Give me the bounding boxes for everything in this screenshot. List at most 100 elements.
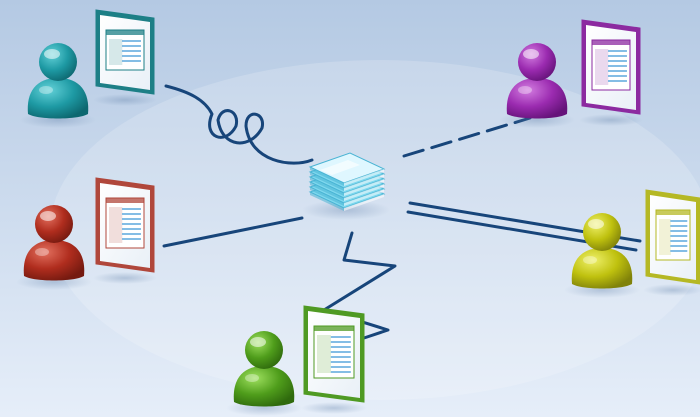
document-line	[330, 371, 351, 373]
body-highlight	[39, 86, 53, 94]
user-icon	[16, 205, 92, 290]
document-sidebar	[317, 335, 331, 373]
head-highlight	[250, 337, 266, 347]
document-window-icon	[93, 9, 157, 106]
document-line	[121, 223, 141, 225]
document-line	[670, 245, 688, 247]
document-line	[330, 366, 351, 368]
hub-sheet-edge	[310, 182, 344, 201]
hub-sheet-edge	[310, 187, 344, 206]
document-sidebar	[109, 39, 123, 65]
document-line	[121, 228, 141, 230]
document-window-icon	[301, 305, 367, 414]
document-line	[121, 45, 141, 47]
document-line	[121, 208, 141, 210]
user-icon	[20, 43, 96, 128]
document-line	[121, 233, 141, 235]
user-green	[226, 305, 367, 416]
document-titlebar	[592, 40, 630, 45]
screen-shadow	[643, 284, 700, 296]
document-line	[607, 70, 627, 72]
document-line	[670, 240, 688, 242]
background-glow	[50, 60, 700, 400]
screen-shadow	[93, 94, 157, 106]
connector-teal	[164, 84, 314, 165]
user-red	[16, 177, 157, 290]
document-sidebar	[109, 207, 123, 243]
document-line	[330, 341, 351, 343]
document-line	[330, 356, 351, 358]
document-line	[330, 346, 351, 348]
document-line	[121, 40, 141, 42]
document-titlebar	[656, 210, 690, 215]
document-line	[607, 75, 627, 77]
document-line	[121, 60, 141, 62]
document-line	[121, 50, 141, 52]
person-body	[571, 248, 633, 289]
document-line	[670, 235, 688, 237]
person-head	[35, 205, 73, 243]
user-teal	[20, 9, 157, 128]
hub-sheet-edge	[344, 179, 384, 196]
screen-shadow	[301, 402, 367, 414]
hub-sheet-edge	[344, 189, 384, 206]
document-titlebar	[106, 198, 144, 203]
document-line	[607, 60, 627, 62]
document-window-icon	[643, 189, 700, 296]
hub-sheet-edge	[310, 172, 344, 191]
document-window-icon	[93, 177, 157, 284]
document-line	[670, 250, 688, 252]
body-highlight	[518, 86, 532, 94]
person-body	[233, 366, 295, 407]
person-body	[506, 78, 568, 119]
hub-sheet-edge	[344, 184, 384, 201]
person-head	[583, 213, 621, 251]
document-line	[607, 65, 627, 67]
user-yellow	[564, 189, 700, 298]
document-sidebar	[659, 219, 671, 255]
document-line	[330, 336, 351, 338]
body-highlight	[245, 374, 259, 382]
head-highlight	[44, 49, 60, 59]
document-line	[330, 351, 351, 353]
users	[16, 9, 700, 416]
user-icon	[564, 213, 640, 298]
screen-shadow	[579, 114, 643, 126]
hub-sheet-edge	[344, 174, 384, 191]
person-head	[39, 43, 77, 81]
person-head	[245, 331, 283, 369]
document-line	[330, 361, 351, 363]
document-window-icon	[579, 19, 643, 126]
hub-sheet-edge	[310, 177, 344, 196]
document-line	[121, 213, 141, 215]
person-body	[27, 78, 89, 119]
document-line	[607, 55, 627, 57]
user-icon	[226, 331, 302, 416]
connector-red	[162, 216, 304, 248]
document-stack-icon	[302, 152, 390, 220]
document-line	[670, 230, 688, 232]
document-line	[607, 50, 627, 52]
document-line	[670, 225, 688, 227]
head-highlight	[523, 49, 539, 59]
document-line	[121, 218, 141, 220]
hub-sheet-edge	[344, 194, 384, 211]
document-line	[670, 220, 688, 222]
user-purple	[499, 19, 643, 128]
document-titlebar	[106, 30, 144, 35]
person-body	[23, 240, 85, 281]
document-line	[607, 80, 627, 82]
hub-sheet-edge	[310, 192, 344, 211]
connector-purple	[402, 116, 532, 158]
document-line	[121, 55, 141, 57]
person-head	[518, 43, 556, 81]
body-highlight	[583, 256, 597, 264]
head-highlight	[40, 211, 56, 221]
document-titlebar	[314, 326, 354, 331]
body-highlight	[35, 248, 49, 256]
hub-highlight	[320, 160, 360, 175]
user-icon	[499, 43, 575, 128]
document-line	[121, 238, 141, 240]
